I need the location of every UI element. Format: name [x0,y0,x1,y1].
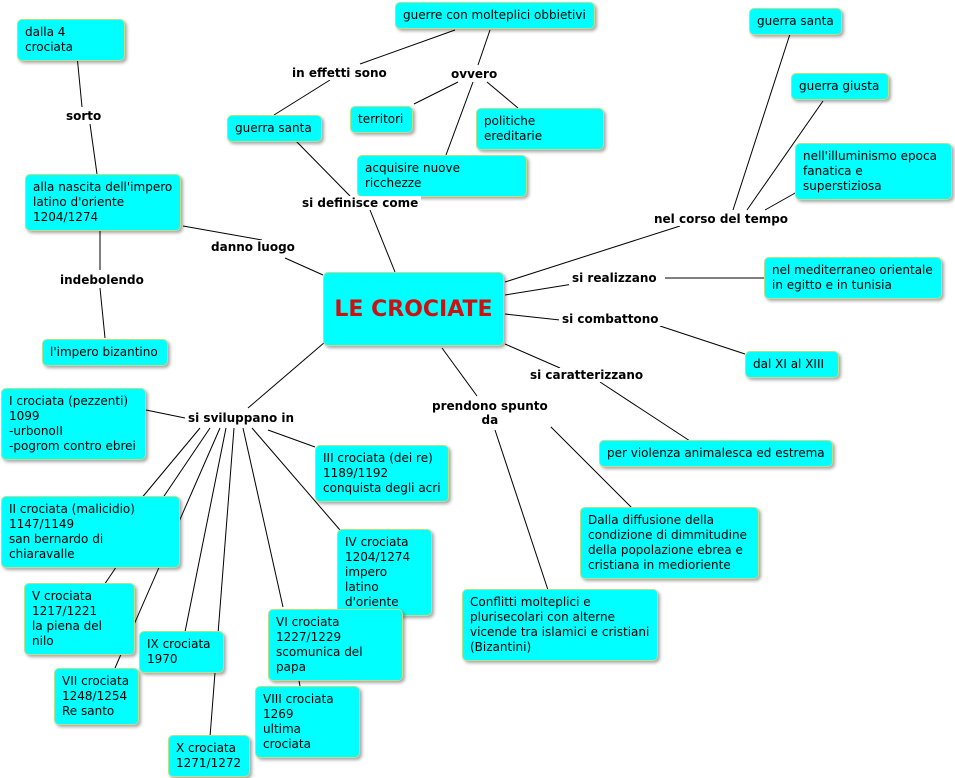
node-dalla-4-crociata[interactable]: dalla 4 crociata [17,19,125,61]
connector [746,100,824,211]
connector [242,427,284,608]
connector [494,429,549,591]
connector [247,341,326,409]
label-si-sviluppano-in: si sviluppano in [185,411,298,425]
node-crociata-1[interactable]: I crociata (pezzenti) 1099 -urbonoII -po… [1,388,146,460]
connector [89,123,98,175]
node-crociata-4[interactable]: IV crociata 1204/1274 impero latino d'or… [337,529,432,616]
connector [267,429,316,448]
connector [184,427,227,633]
node-crociata-3[interactable]: III crociata (dei re) 1189/1192 conquist… [315,445,449,502]
label-in-effetti-sono: in effetti sono [289,66,390,80]
connector [445,81,474,156]
node-crociata-8[interactable]: VIII crociata 1269 ultima crociata [255,686,360,758]
node-guerra-santa-left[interactable]: guerra santa [227,115,322,142]
connector [284,257,324,276]
node-territori[interactable]: territori [350,106,413,133]
connector [273,79,331,116]
node-violenza[interactable]: per violenza animalesca ed estrema [599,440,833,467]
connector [182,225,263,241]
connector [139,427,201,501]
connector [359,29,456,65]
node-politiche-ereditarie[interactable]: politiche ereditarie [476,108,604,150]
connector [251,427,341,531]
connector [504,313,561,321]
label-si-caratterizzano: si caratterizzano [527,368,647,382]
label-ovvero: ovvero [448,67,501,81]
node-crociata-2[interactable]: II crociata (malicidio) 1147/1149 san be… [1,496,180,568]
node-guerra-giusta[interactable]: guerra giusta [791,73,889,100]
connector [209,427,235,738]
label-si-definisce-come: si definisce come [299,196,422,210]
label-prendono-spunto-da: prendono spunto da [429,399,551,427]
connector [486,81,519,109]
label-si-combattono: si combattono [559,312,662,326]
label-sorto: sorto [63,109,105,123]
node-nuove-ricchezze[interactable]: acquisire nuove ricchezze [357,155,527,197]
connector [369,209,396,273]
node-crociata-7[interactable]: VII crociata 1248/1254 Re santo [54,668,139,725]
node-crociata-5[interactable]: V crociata 1217/1221 la piena del nilo [24,583,135,655]
node-xi-xiii[interactable]: dal XI al XIII [745,351,839,378]
connector [477,29,491,66]
label-si-realizzano: si realizzano [569,271,660,285]
connector [732,33,791,211]
connector [294,139,351,197]
node-mediterraneo[interactable]: nel mediterraneo orientale in egitto e i… [764,257,942,299]
node-illuminismo[interactable]: nell'illuminismo epoca fanatica e supers… [795,143,952,200]
connector [441,347,478,397]
label-danno-luogo: danno luogo [208,240,298,254]
connector [99,287,106,339]
node-crociata-9[interactable]: IX crociata 1970 [139,631,224,673]
node-diffusione[interactable]: Dalla diffusione della condizione di dim… [580,507,759,579]
connector [413,81,459,105]
connector [504,283,574,296]
connector [145,409,186,419]
node-crociata-6[interactable]: VI crociata 1227/1229 scomunica del papa [268,609,403,681]
connector [659,325,746,355]
root-node[interactable]: LE CROCIATE [323,272,504,346]
label-indebolendo: indebolendo [57,273,147,287]
connector [599,381,691,442]
node-guerra-santa-right[interactable]: guerra santa [749,8,842,35]
node-impero-bizantino[interactable]: l'impero bizantino [42,339,168,366]
node-guerre-obbiettivi[interactable]: guerre con molteplici obbietivi [395,2,595,29]
node-conflitti[interactable]: Conflitti molteplici e plurisecolari con… [462,589,658,661]
connector [548,424,633,509]
node-nascita-impero[interactable]: alla nascita dell'impero latino d'orient… [25,174,181,231]
label-nel-corso-del-tempo: nel corso del tempo [651,212,792,226]
node-crociata-10[interactable]: X crociata 1271/1272 [168,735,250,777]
connector [504,343,561,369]
connector [504,225,681,283]
